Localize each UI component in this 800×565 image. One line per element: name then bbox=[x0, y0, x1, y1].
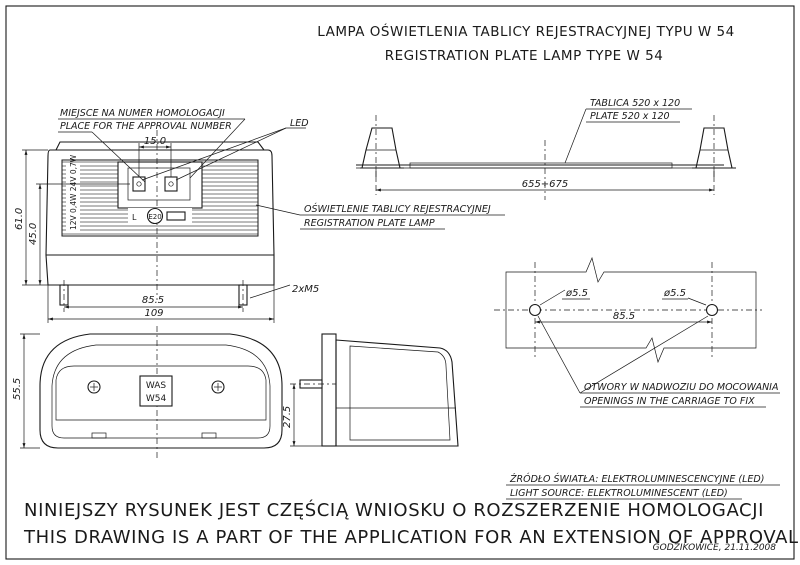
lamp-marking-l: L bbox=[132, 213, 137, 222]
plate-lighting-en: REGISTRATION PLATE LAMP bbox=[304, 218, 435, 229]
plate-pl: TABLICA 520 x 120 bbox=[590, 98, 680, 109]
signature: GODZIKOWICE, 21.11.2008 bbox=[653, 543, 777, 553]
dim-27-5: 27.5 bbox=[282, 406, 293, 428]
plate-lighting-pl: OŚWIETLENIE TABLICY REJESTRACYJNEJ bbox=[304, 203, 491, 215]
light-source-pl: ŹRÓDŁO ŚWIATŁA: ELEKTROLUMINESCENCYJNE (… bbox=[509, 473, 764, 485]
lamp-marking-e: E20 bbox=[148, 213, 161, 221]
mounting-hole-left bbox=[528, 303, 542, 317]
front-view: 12V 0,4W 24V 0,7W L E20 MIEJSCE NA NUMER… bbox=[14, 108, 505, 323]
hole-left-label: ø5.5 bbox=[565, 288, 588, 299]
dim-85-5-front: 85.5 bbox=[142, 295, 164, 306]
openings-en: OPENINGS IN THE CARRIAGE TO FIX bbox=[584, 396, 755, 407]
dim-55-5: 55.5 bbox=[12, 378, 23, 400]
dim-45: 45.0 bbox=[28, 223, 39, 245]
side-view: 27.5 bbox=[282, 333, 459, 447]
plate-en: PLATE 520 x 120 bbox=[590, 111, 670, 122]
led-label: LED bbox=[290, 118, 309, 129]
drawing-border bbox=[5, 5, 795, 560]
dim-109: 109 bbox=[144, 308, 163, 319]
dim-15: 15.0 bbox=[144, 136, 166, 147]
badge-line1: WAS bbox=[146, 381, 167, 391]
led-right bbox=[164, 176, 178, 192]
led-left bbox=[132, 176, 146, 192]
light-source-en: LIGHT SOURCE: ELEKTROLUMINESCENT (LED) bbox=[510, 488, 728, 499]
mounting-view: ø5.5 ø5.5 85.5 OTWORY W NADWOZIU DO MOCO… bbox=[494, 256, 780, 408]
approval-place-pl: MIEJSCE NA NUMER HOMOLOGACJI bbox=[60, 108, 225, 119]
rating-text: 12V 0,4W 24V 0,7W bbox=[69, 154, 78, 230]
approval-mark-circle bbox=[146, 207, 164, 225]
type-badge bbox=[139, 375, 173, 407]
hole-right-label: ø5.5 bbox=[663, 288, 686, 299]
badge-line2: W54 bbox=[146, 394, 167, 404]
dim-span: 655÷675 bbox=[522, 179, 569, 190]
bottom-view: WAS W54 55.5 bbox=[12, 326, 283, 458]
title-pl: LAMPA OŚWIETLENIA TABLICY REJESTRACYJNEJ… bbox=[317, 22, 734, 40]
approval-place-en: PLACE FOR THE APPROVAL NUMBER bbox=[60, 121, 232, 132]
openings-pl: OTWORY W NADWOZIU DO MOCOWANIA bbox=[584, 382, 779, 393]
plate-view: 655÷675 TABLICA 520 x 120 PLATE 520 x 12… bbox=[356, 98, 736, 200]
note-en: THIS DRAWING IS A PART OF THE APPLICATIO… bbox=[23, 527, 799, 548]
screw-label: 2xM5 bbox=[292, 284, 319, 295]
title-en: REGISTRATION PLATE LAMP TYPE W 54 bbox=[385, 48, 664, 64]
dim-61: 61.0 bbox=[14, 208, 25, 230]
note-pl: NINIEJSZY RYSUNEK JEST CZĘŚCIĄ WNIOSKU O… bbox=[24, 499, 764, 521]
dim-85-5-mount: 85.5 bbox=[613, 311, 635, 322]
mounting-hole-right bbox=[705, 303, 719, 317]
